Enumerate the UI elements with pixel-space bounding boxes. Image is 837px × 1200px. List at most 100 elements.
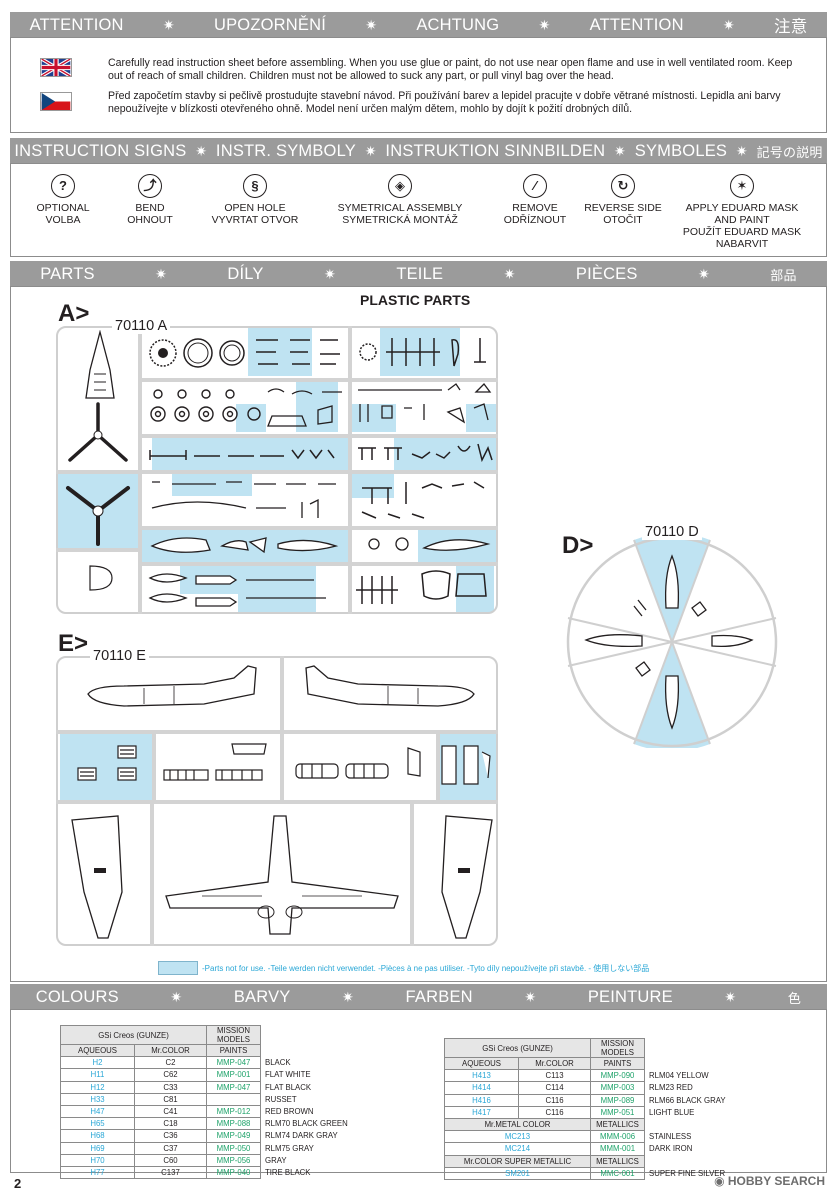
mission-code: MMM-006 (590, 1130, 645, 1144)
aqueous-code: H417 (444, 1105, 519, 1119)
plastic-parts-heading: PLASTIC PARTS (360, 292, 471, 308)
sprue-a-label: A> (58, 300, 90, 327)
sign-symmetrical: ◈ SYMETRICAL ASSEMBLY SYMETRICKÁ MONTÁŽ (330, 174, 470, 226)
table-spacer (645, 1058, 785, 1070)
mrcolor-code: C114 (518, 1081, 591, 1095)
aqueous-header: AQUEOUS (60, 1043, 135, 1058)
sprue-runner (56, 548, 138, 552)
mask-icon: ✶ (730, 174, 754, 198)
gsi-header: GSi Creos (GUNZE) (60, 1025, 207, 1045)
table-spacer (645, 1039, 785, 1058)
band-title: PEINTURE (587, 987, 673, 1006)
colour-name: STAINLESS (649, 1132, 692, 1142)
cockpit-parts (356, 570, 487, 604)
band-title: 記号の説明 (756, 144, 823, 160)
bend-icon: ⤴ (138, 174, 162, 198)
radiator-parts (77, 745, 137, 781)
band-title: UPOZORNĚNÍ (213, 15, 326, 34)
small-parts (256, 339, 340, 365)
mrcolor-code: C2 (134, 1056, 207, 1070)
metal-code: MC214 (444, 1142, 591, 1156)
mission-code: MMP-047 (206, 1080, 261, 1094)
sign-label: BEND OHNOUT (127, 202, 173, 226)
band-title: 注意 (774, 18, 808, 36)
colour-table-left: GSi Creos (GUNZE) MISSION MODELS AQUEOUS… (60, 1025, 401, 1180)
sign-bend: ⤴ BEND OHNOUT (120, 174, 180, 226)
unused-legend-swatch (158, 961, 198, 975)
engine-cowling-part (85, 330, 115, 399)
cut-icon: ⁄ (523, 174, 547, 198)
sprue-runner (436, 730, 440, 800)
metal-code: MC213 (444, 1130, 591, 1144)
band-title: INSTRUKTION SINNBILDEN (385, 141, 606, 160)
seat-parts (267, 388, 342, 427)
fairing-parts (368, 537, 491, 551)
mission-code: MMP-051 (590, 1105, 645, 1119)
mission-header: MISSION MODELS (590, 1038, 645, 1058)
watermark: ◉ HOBBY SEARCH (714, 1174, 825, 1188)
wing-upper-right-part (441, 815, 493, 939)
engine-and-ring-parts (149, 338, 245, 368)
sprue-runner (138, 562, 498, 566)
colour-name: FLAT BLACK (265, 1082, 312, 1092)
propeller-part (68, 402, 128, 462)
mrcolor-code: C62 (134, 1068, 207, 1082)
drill-icon: § (243, 174, 267, 198)
sprue-d-code: 70110 D (642, 524, 702, 540)
band-title: INSTR. SYMBOLY (215, 141, 356, 160)
band-title: PIÈCES (575, 264, 638, 283)
aqueous-code: H47 (60, 1104, 135, 1119)
paints-header: PAINTS (590, 1056, 645, 1071)
band-title: ATTENTION (589, 15, 684, 34)
aqueous-header: AQUEOUS (444, 1056, 519, 1071)
sprue-e-label: E> (58, 630, 89, 657)
colour-name: FLAT WHITE (265, 1070, 311, 1080)
lower-wing-part (165, 815, 399, 935)
instruction-signs-band: INSTRUCTION SIGNS✷ INSTR. SYMBOLY✷ INSTR… (10, 138, 827, 164)
mission-code: MMP-049 (206, 1129, 261, 1143)
gear-leg-parts (361, 481, 485, 519)
band-title: ACHTUNG (416, 15, 500, 34)
flap-parts (150, 537, 339, 554)
unused-part-highlight (238, 564, 316, 612)
band-title: TEILE (396, 264, 444, 283)
sign-mask: ✶ APPLY EDUARD MASK AND PAINT POUŽÍT EDU… (676, 174, 808, 250)
cowl-panel-parts (295, 747, 421, 779)
sprue-runner (56, 470, 138, 474)
unused-legend-text: -Parts not for use. -Teile werden nicht … (202, 964, 650, 973)
mrcolor-header: Mr.COLOR (134, 1043, 207, 1058)
colour-name: LIGHT BLUE (649, 1107, 695, 1117)
colours-section (10, 1009, 827, 1173)
mrcolor-code: C41 (134, 1104, 207, 1119)
colour-name: BLACK (265, 1058, 291, 1068)
sprue-e-code: 70110 E (90, 648, 149, 664)
mrcolor-code: C116 (518, 1093, 591, 1107)
colour-name: RLM04 YELLOW (649, 1071, 709, 1081)
parts-section (10, 286, 827, 982)
attention-band: ATTENTION✷ UPOZORNĚNÍ✷ ACHTUNG✷ ATTENTIO… (10, 12, 827, 38)
group-header: METALLICS (590, 1117, 645, 1132)
colour-table-right: GSi Creos (GUNZE) MISSION MODELS AQUEOUS… (444, 1038, 785, 1180)
drop-tank-parts (148, 573, 326, 607)
mrcolor-header: Mr.COLOR (518, 1056, 591, 1071)
colour-name: TIRE BLACK (265, 1167, 311, 1177)
colours-band: COLOURS✷ BARVY✷ FARBEN✷ PEINTURE✷ 色 (10, 984, 827, 1010)
mission-code: MMP-088 (206, 1117, 261, 1131)
mrcolor-code: C33 (134, 1080, 207, 1094)
mission-code: MMP-047 (206, 1056, 261, 1070)
colour-name: DARK IRON (649, 1144, 693, 1154)
mrcolor-code: C36 (134, 1129, 207, 1143)
parts-band: PARTS✷ DÍLY✷ TEILE✷ PIÈCES✷ 部品 (10, 261, 827, 287)
unused-part-highlight (296, 378, 338, 432)
